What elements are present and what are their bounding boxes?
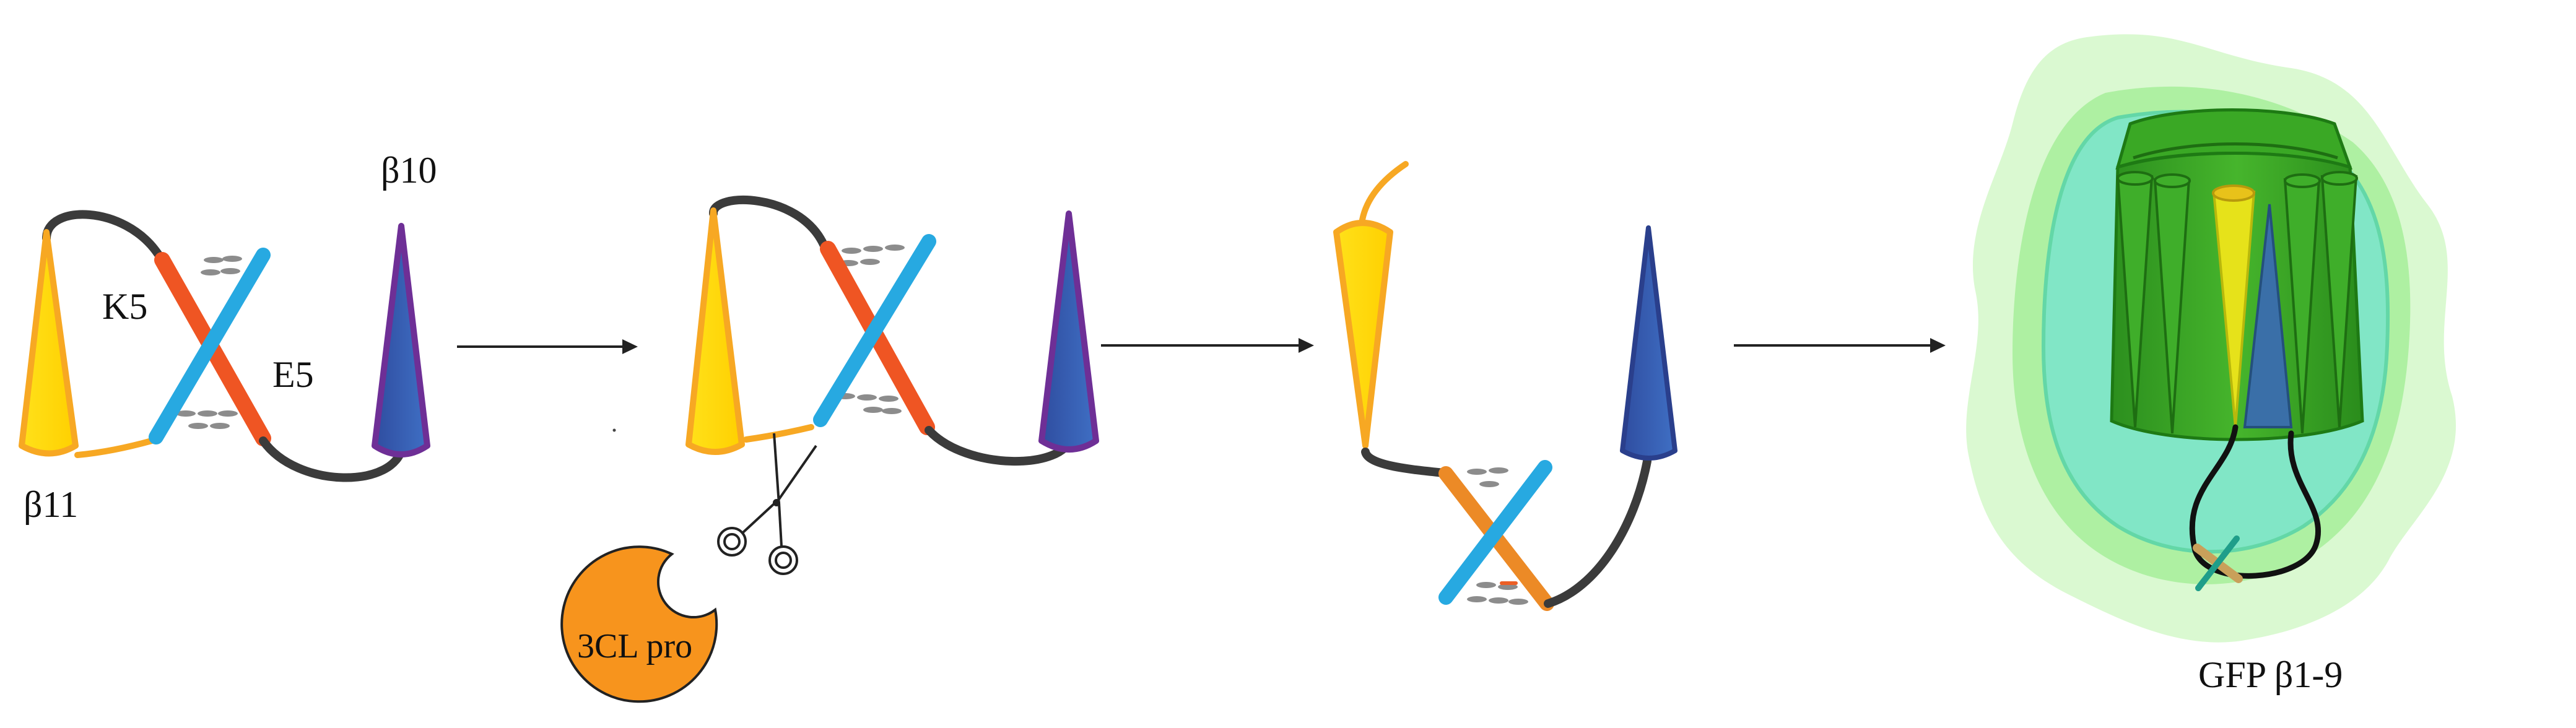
beta11-strand	[685, 207, 745, 455]
k5-label: K5	[102, 286, 147, 327]
e5-coil	[1438, 460, 1552, 605]
beta11-tail	[1359, 161, 1409, 223]
linker-top	[42, 210, 162, 258]
beta11-tail	[74, 438, 155, 458]
beta11-tail	[743, 424, 814, 443]
panel-gfp: GFP β1-9	[1966, 34, 2456, 695]
gfp-beta11-top	[2212, 184, 2255, 202]
e5-coil	[813, 234, 936, 427]
scissors-icon	[717, 433, 817, 575]
beta10-strand	[1620, 225, 1677, 461]
right-arrow-icon	[1101, 338, 1314, 353]
beta11-label: β11	[24, 484, 78, 525]
right-arrow-icon	[1734, 338, 1946, 353]
e5-coil	[149, 248, 271, 444]
linker-top	[709, 196, 828, 249]
beta10-strand	[1038, 210, 1099, 453]
panel-released	[1333, 161, 1677, 611]
beta10-strand	[372, 223, 430, 457]
beta10-label: β10	[381, 150, 437, 191]
gfp-barrel-strands	[2116, 171, 2358, 434]
gfp-label: GFP β1-9	[2198, 654, 2343, 695]
protease-label: 3CL pro	[577, 627, 692, 665]
pacman-protease-icon	[560, 545, 718, 703]
right-arrow-icon	[457, 339, 638, 354]
beta11-strand	[1333, 220, 1393, 449]
gfp-linker-loop	[2189, 424, 2321, 579]
gfp-beta10-strand	[2243, 204, 2293, 428]
linker-bottom	[259, 436, 407, 482]
beta11-strand	[19, 229, 79, 457]
coil-interaction-marks	[176, 256, 242, 429]
panel-intact-probe: β10 K5 E5 β11	[19, 150, 437, 525]
linker-bottom	[1544, 457, 1651, 608]
linker-top	[1361, 448, 1453, 478]
gfp-cleaved-coil-b	[2195, 535, 2240, 591]
e5-label: E5	[272, 354, 314, 395]
coil-interaction-marks	[1467, 467, 1528, 605]
lid-ridge	[2133, 142, 2338, 160]
panel-cleavage: 3CL pro	[560, 196, 1099, 703]
stray-dot	[612, 428, 616, 432]
